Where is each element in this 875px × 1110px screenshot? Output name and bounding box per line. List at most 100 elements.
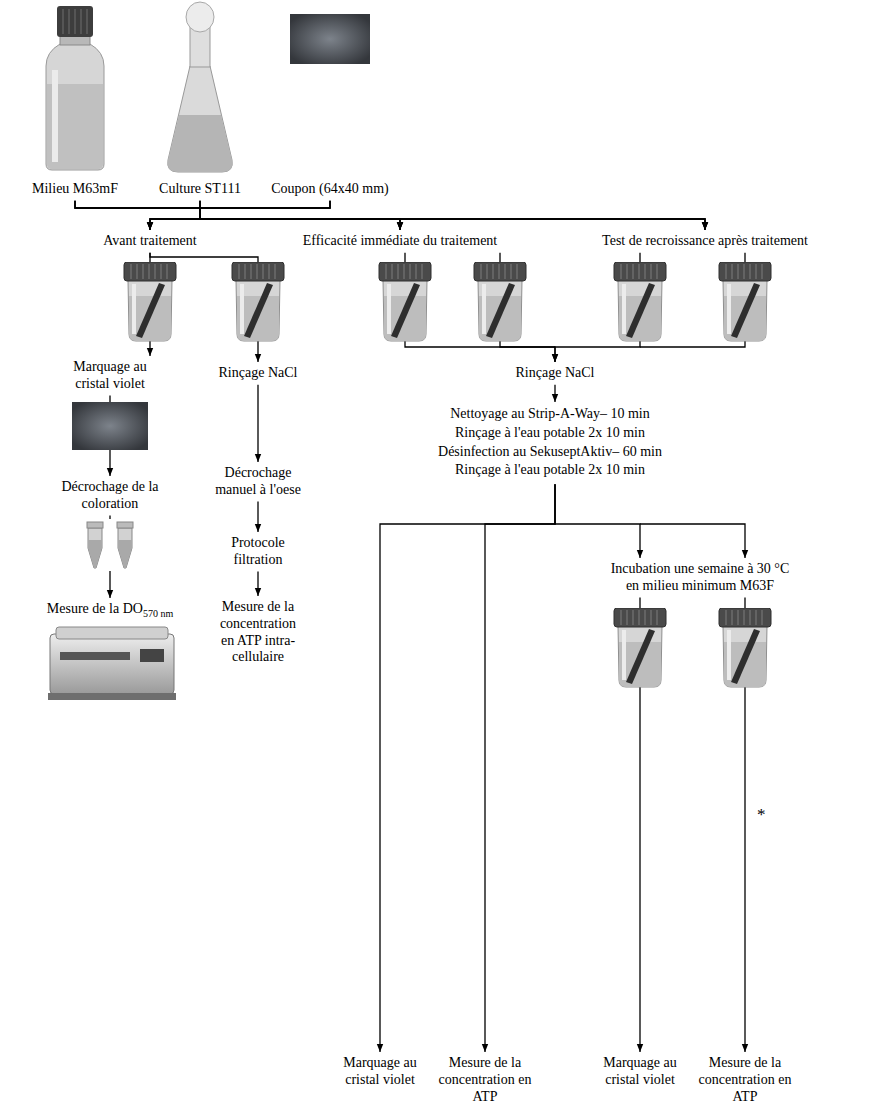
sample-jar [614, 608, 666, 687]
sample-jar [719, 262, 771, 341]
treatment-steps: Nettoyage au Strip-A-Way– 10 minRinçage … [415, 402, 685, 484]
node-text: Décrochage manuel à l'oese [205, 465, 311, 499]
subscript-text: 570 nm [143, 608, 173, 619]
ingredient-label: Coupon (64x40 mm) [260, 178, 400, 201]
tube-backing [84, 519, 136, 571]
node-text: Marquage au cristal violet [592, 1055, 688, 1089]
ingredient-label: Milieu M63mF [15, 178, 135, 201]
connector-line [257, 502, 258, 532]
condition-heading: Efficacité immédiate du traitement [280, 230, 520, 253]
cap-ridges [63, 9, 87, 34]
connector-line [200, 201, 705, 230]
reader-base [48, 693, 176, 700]
connector-line [150, 201, 330, 230]
connector-line [554, 385, 555, 402]
flow-arrow [555, 253, 745, 362]
tube-body [88, 528, 102, 568]
tube-liquid [88, 540, 102, 568]
node-text: Rinçage NaCl [502, 365, 608, 382]
step-label: Incubation une semaine à 30 °C en milieu… [603, 558, 798, 598]
step-label: Décrochage manuel à l'oese [203, 462, 313, 502]
node-text: Marquage au cristal violet [62, 359, 158, 393]
step-label: Protocole filtration [216, 532, 301, 572]
flow-arrow [75, 201, 200, 230]
connector-line [485, 484, 555, 1052]
node-text: Test de recroissance après traitement [577, 233, 833, 250]
node-text: Rinçage à l'eau potable 2x 10 min [417, 462, 683, 479]
tube-liquid [118, 540, 132, 568]
culture-flask [168, 2, 233, 172]
node-text: Efficacité immédiate du traitement [282, 233, 518, 250]
reader-body [50, 634, 174, 694]
connector-line [257, 385, 258, 462]
sample-jar [614, 262, 666, 341]
node-text: Décrochage de la coloration [57, 479, 163, 513]
result-label: Mesure de la concentration en ATP [695, 1052, 795, 1108]
bottle-highlight [52, 70, 58, 162]
node-text: Mesure de la concentration en ATP [697, 1055, 793, 1105]
sample-jar [719, 608, 771, 687]
condition-heading: Test de recroissance après traitement [575, 230, 835, 253]
connector-line [75, 201, 705, 230]
medium-bottle [46, 6, 104, 170]
step-label: Marquage au cristal violet [60, 356, 160, 396]
step-label: Rinçage NaCl [203, 362, 313, 385]
reader-lid [56, 627, 168, 639]
node-text: Nettoyage au Strip-A-Way– 10 min [417, 406, 683, 423]
connector-line [257, 572, 258, 596]
node-text: Coupon (64x40 mm) [262, 181, 398, 198]
reader-display [140, 649, 164, 662]
condition-heading: Avant traitement [80, 230, 220, 253]
connector-line [150, 201, 200, 230]
ingredient-label: Culture ST111 [140, 178, 260, 201]
flow-arrow [150, 201, 200, 230]
steel-coupon [290, 14, 370, 64]
node-text: Culture ST111 [142, 181, 258, 198]
stained-coupon [72, 402, 148, 450]
tube-body [118, 528, 132, 568]
result-label: Mesure de la concentration en ATP [435, 1052, 535, 1108]
step-label: Rinçage NaCl [500, 362, 610, 385]
flask-body [168, 66, 233, 172]
footnote-mark: * [757, 806, 766, 823]
sample-jar [124, 262, 176, 341]
node-text: Avant traitement [82, 233, 218, 250]
node-text: Rinçage NaCl [205, 365, 311, 382]
node-text: Mesure de la DO [47, 601, 143, 616]
result-label: Marquage au cristal violet [590, 1052, 690, 1092]
flow-arrow [555, 484, 745, 558]
step-label: Décrochage de la coloration [55, 476, 165, 516]
connector-line [380, 484, 555, 1052]
flow-arrow [258, 385, 259, 462]
node-text: Protocole filtration [218, 535, 299, 569]
measure-label: Mesure de la concentration en ATP intra-… [211, 596, 306, 669]
bottle-cap [57, 6, 93, 37]
node-text: Mesure de la concentration en ATP [437, 1055, 533, 1105]
flow-arrow [200, 201, 400, 230]
node-text: Marquage au cristal violet [332, 1055, 428, 1089]
flow-arrow [555, 385, 556, 402]
connector-line [200, 201, 705, 230]
flow-arrow [258, 572, 259, 596]
bottle-neck [60, 36, 90, 45]
tube-cap [117, 522, 133, 528]
flow-arrow [75, 201, 400, 230]
flow-arrow [200, 201, 400, 230]
reader-slot [60, 652, 130, 660]
connector-group [75, 201, 745, 1052]
result-label: Marquage au cristal violet [330, 1052, 430, 1092]
node-text: Désinfection au SekuseptAktiv– 60 min [417, 444, 683, 461]
node-text: Mesure de la concentration en ATP intra-… [213, 599, 304, 666]
measure-label: Mesure de la DO570 nm [40, 598, 180, 623]
bottle-body [46, 44, 104, 170]
flow-arrow [380, 484, 555, 1052]
flow-arrow [258, 502, 259, 532]
node-text: Incubation une semaine à 30 °C en milieu… [605, 561, 796, 595]
node-text: Rinçage à l'eau potable 2x 10 min [417, 425, 683, 442]
flask-plug [186, 2, 214, 32]
tube-cap [87, 522, 103, 528]
connector-line [75, 201, 400, 230]
connector-line [555, 484, 640, 558]
